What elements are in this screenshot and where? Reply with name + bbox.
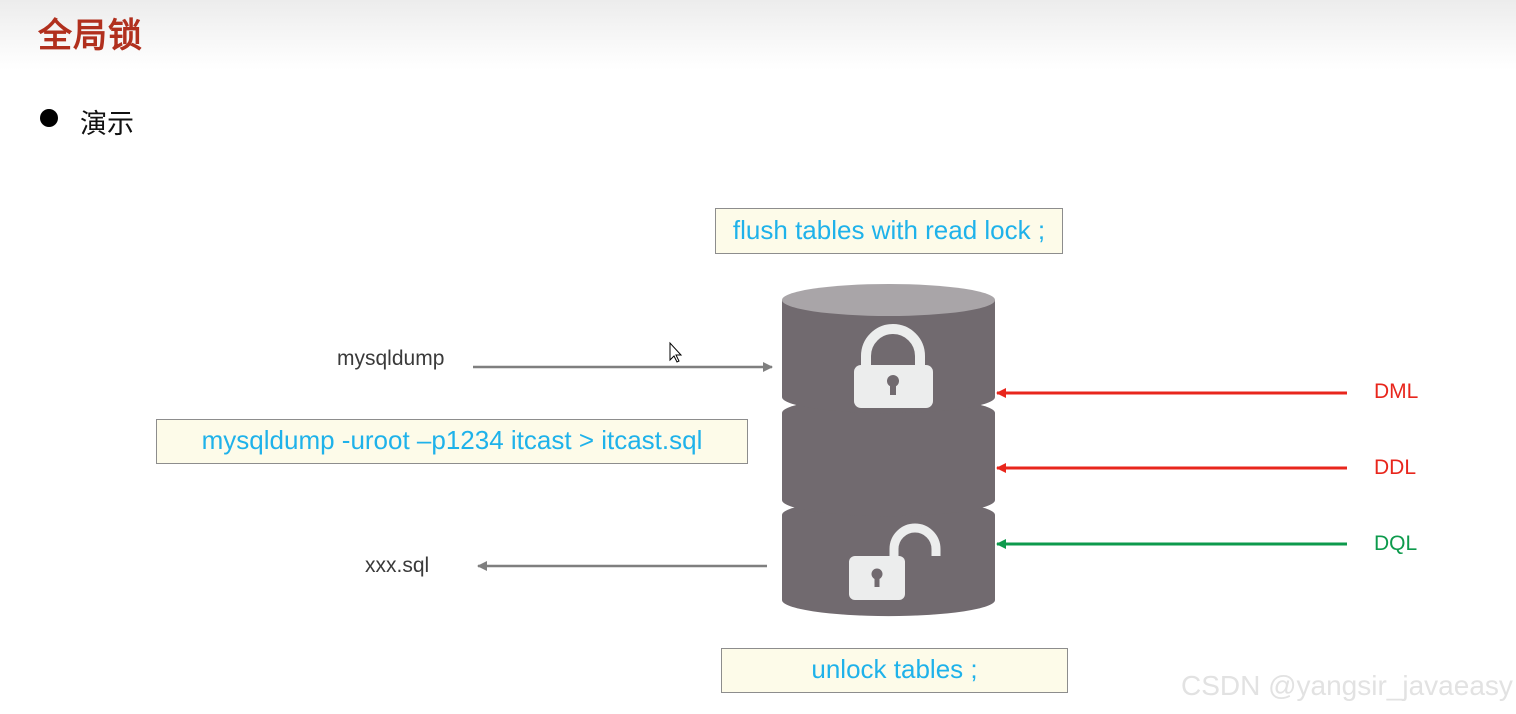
dml-label: DML [1374,380,1419,403]
db-top-cap [782,284,995,316]
page-title: 全局锁 [38,16,143,56]
bullet-dot [40,109,58,127]
dql-label: DQL [1374,532,1418,555]
cursor-icon [669,341,683,363]
bullet-text: 演示 [80,109,134,140]
flush-tables-command: flush tables with read lock ; [715,208,1063,254]
csdn-watermark: CSDN @yangsir_javaeasy [1181,670,1513,701]
db-section-top [782,300,995,414]
unlock-tables-command: unlock tables ; [721,648,1068,693]
db-section-middle [782,396,995,517]
lock-open-icon [849,523,941,600]
lock-closed-icon [854,324,933,408]
mysqldump-label: mysqldump [337,347,445,370]
mysqldump-command: mysqldump -uroot –p1234 itcast > itcast.… [156,419,748,464]
database-cylinder [782,284,995,617]
xxx-sql-label: xxx.sql [365,554,430,577]
ddl-label: DDL [1374,456,1417,479]
header-band [0,0,1516,70]
